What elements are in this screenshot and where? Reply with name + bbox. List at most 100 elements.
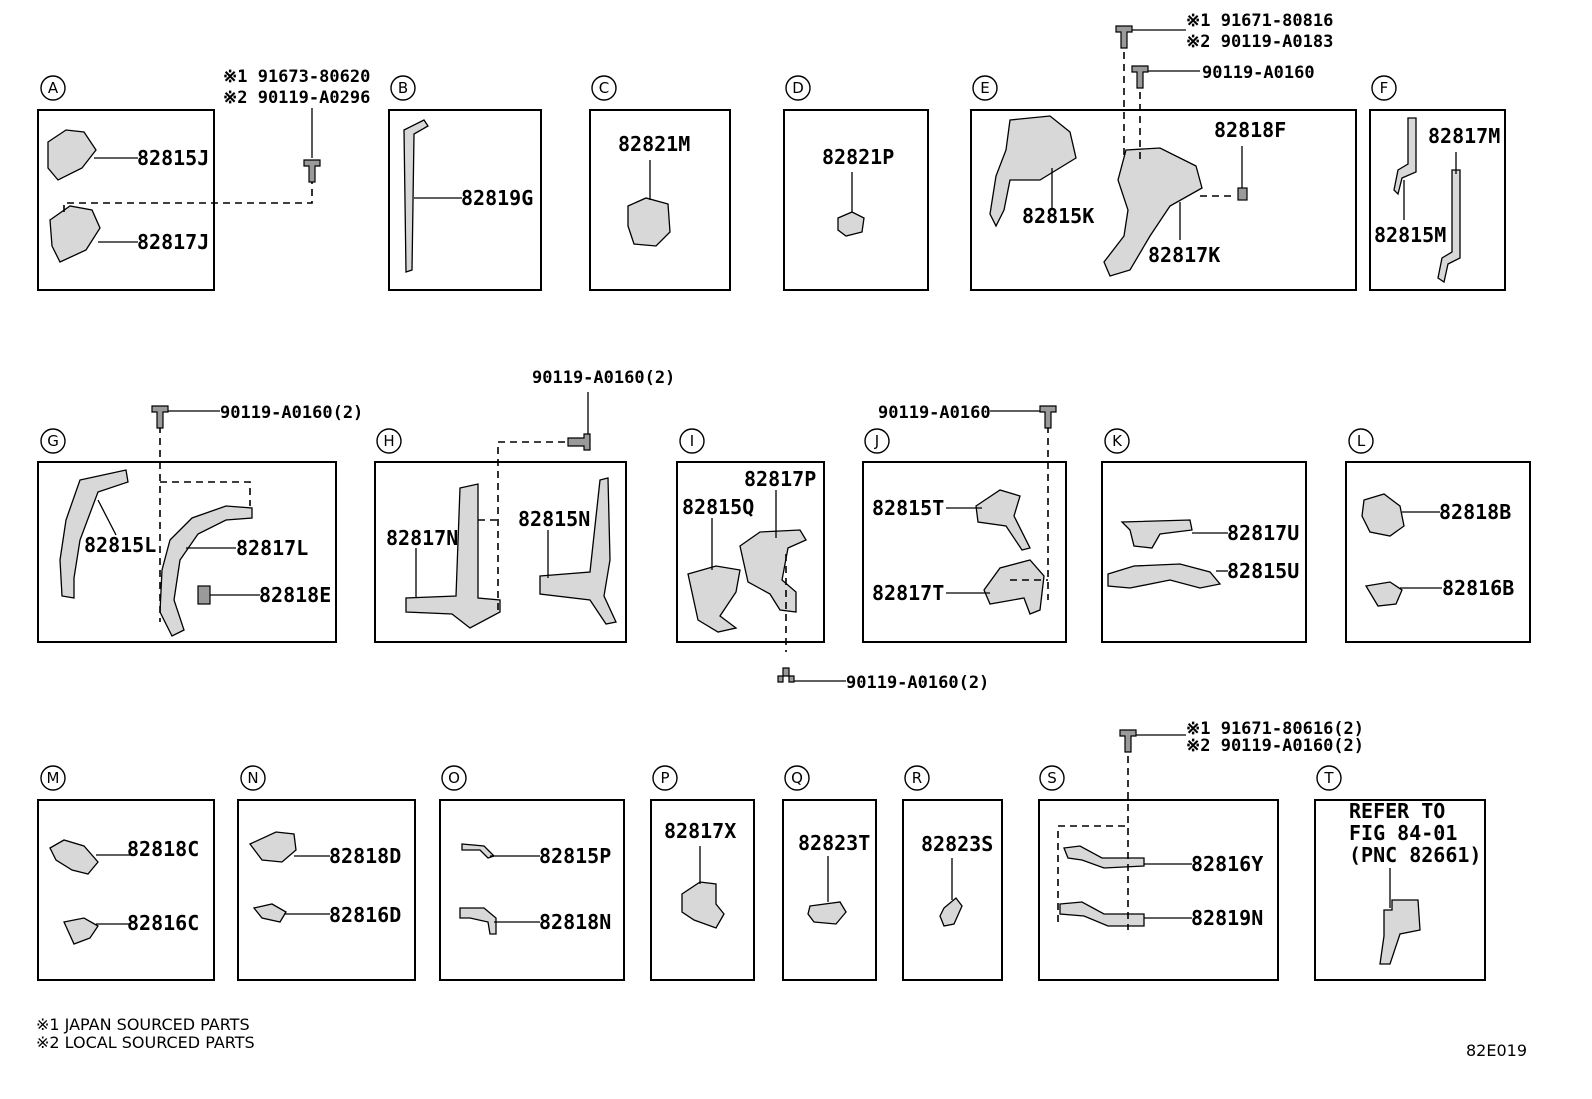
part-82815t-label: 82815T xyxy=(872,496,944,520)
bolt-h-label: 90119-A0160(2) xyxy=(532,368,675,388)
part-82815k-shape xyxy=(989,115,1077,228)
part-82816y-shape xyxy=(1063,845,1145,869)
part-82818c-label: 82818C xyxy=(127,837,199,861)
section-q-letter: Q xyxy=(791,769,803,787)
section-s: S 82816Y 82819N ※1 91671-80616(2) ※2 901… xyxy=(1038,719,1364,981)
part-82819g-label: 82819G xyxy=(461,186,533,210)
section-f-box xyxy=(1369,109,1506,291)
section-l: L 82818B 82816B xyxy=(1345,428,1531,643)
part-82818e-label: 82818E xyxy=(259,583,331,607)
section-t: T REFER TO FIG 84-01 (PNC 82661) xyxy=(1314,765,1486,981)
section-h: H 82817N 82815N 90119-A0160(2) xyxy=(374,368,675,643)
footnote-local: ※2 LOCAL SOURCED PARTS xyxy=(36,1033,255,1052)
section-n-box xyxy=(237,799,416,981)
bolt-g-label: 90119-A0160(2) xyxy=(220,403,363,423)
section-c: C 82821M xyxy=(589,75,731,291)
part-82815t-shape xyxy=(975,489,1031,551)
part-82815p-label: 82815P xyxy=(539,844,611,868)
part-82815l-shape xyxy=(59,469,129,599)
section-f: F 82817M 82815M xyxy=(1369,75,1506,291)
part-82818d-shape xyxy=(248,831,297,863)
bolt-e-1-label: ※1 91671-80816 xyxy=(1186,11,1333,31)
bolt-j-label: 90119-A0160 xyxy=(878,403,991,423)
section-g-letter: G xyxy=(47,432,59,450)
refer-line-1: REFER TO xyxy=(1349,799,1445,823)
part-82815u-shape xyxy=(1107,563,1222,589)
part-82818c-shape xyxy=(49,839,99,875)
part-82815l-label: 82815L xyxy=(84,533,156,557)
part-82823t-shape xyxy=(807,901,847,925)
part-82817x-label: 82817X xyxy=(664,819,736,843)
section-d-letter: D xyxy=(792,79,804,97)
part-82817m-shape xyxy=(1437,169,1461,284)
section-j: J 82815T 82817T 90119-A0160 xyxy=(862,403,1067,643)
section-c-box xyxy=(589,109,731,291)
figure-code: 82E019 xyxy=(1466,1041,1527,1060)
footnote-japan: ※1 JAPAN SOURCED PARTS xyxy=(36,1015,250,1034)
part-82821m-label: 82821M xyxy=(618,132,690,156)
part-82816c-shape xyxy=(63,917,99,945)
section-l-letter: L xyxy=(1357,432,1366,450)
bolt-a-1-label: ※1 91673-80620 xyxy=(223,67,370,87)
part-82815u-label: 82815U xyxy=(1227,559,1299,583)
section-i-letter: I xyxy=(690,432,694,450)
part-82819n-shape xyxy=(1059,901,1145,927)
part-82817l-label: 82817L xyxy=(236,536,308,560)
bolt-icon xyxy=(1039,405,1057,429)
section-d: D 82821P xyxy=(783,75,929,291)
section-s-box xyxy=(1038,799,1279,981)
section-o-box xyxy=(439,799,625,981)
part-82818b-shape xyxy=(1361,493,1405,537)
part-82817k-label: 82817K xyxy=(1148,243,1220,267)
refer-line-2: FIG 84-01 xyxy=(1349,821,1457,845)
part-82818b-label: 82818B xyxy=(1439,500,1511,524)
part-82817x-shape xyxy=(681,881,725,929)
section-f-letter: F xyxy=(1380,79,1389,97)
part-reference-shape xyxy=(1379,899,1421,965)
section-m-box xyxy=(37,799,215,981)
part-82819g-shape xyxy=(403,119,429,273)
part-82818n-label: 82818N xyxy=(539,910,611,934)
section-j-letter: J xyxy=(874,432,879,450)
section-a-marker xyxy=(40,75,66,101)
part-82819n-label: 82819N xyxy=(1191,906,1263,930)
bolt-i-label: 90119-A0160(2) xyxy=(846,673,989,693)
part-82815j-shape xyxy=(47,129,97,181)
section-t-box xyxy=(1314,799,1486,981)
section-h-box xyxy=(374,461,627,643)
bolt-icon xyxy=(303,159,321,183)
part-82817u-shape xyxy=(1120,519,1193,549)
section-r-letter: R xyxy=(912,769,922,787)
part-82821p-label: 82821P xyxy=(822,145,894,169)
section-q-box xyxy=(782,799,877,981)
section-j-box xyxy=(862,461,1067,643)
section-k-box xyxy=(1101,461,1307,643)
bolt-a-2-label: ※2 90119-A0296 xyxy=(223,88,370,108)
section-e-letter: E xyxy=(980,79,989,97)
section-a: A 82815J 82817J ※1 91673-80620 ※2 90119-… xyxy=(37,67,370,291)
section-p-box xyxy=(650,799,755,981)
part-82815p-shape xyxy=(461,843,496,859)
section-a-letter: A xyxy=(48,79,59,97)
part-82817t-label: 82817T xyxy=(872,581,944,605)
refer-line-3: (PNC 82661) xyxy=(1349,843,1481,867)
part-82817l-shape xyxy=(159,505,253,637)
section-o: O 82815P 82818N xyxy=(439,765,625,981)
section-k-letter: K xyxy=(1112,432,1123,450)
section-s-letter: S xyxy=(1047,769,1057,787)
bolt-icon xyxy=(151,405,169,429)
part-82817t-shape xyxy=(983,559,1045,615)
part-82815k-label: 82815K xyxy=(1022,204,1094,228)
section-i: I 82817P 82815Q 90119-A0160(2) xyxy=(676,428,989,693)
part-82816d-shape xyxy=(252,903,287,923)
bolt-icon xyxy=(1115,25,1133,49)
section-q: Q 82823T xyxy=(782,765,877,981)
part-82817p-shape xyxy=(739,529,807,613)
part-82823s-label: 82823S xyxy=(921,832,993,856)
part-82815m-shape xyxy=(1393,117,1417,196)
section-b: B 82819G xyxy=(388,75,542,291)
part-82818f-label: 82818F xyxy=(1214,118,1286,142)
part-82823s-shape xyxy=(939,897,963,927)
part-82815n-label: 82815N xyxy=(518,507,590,531)
